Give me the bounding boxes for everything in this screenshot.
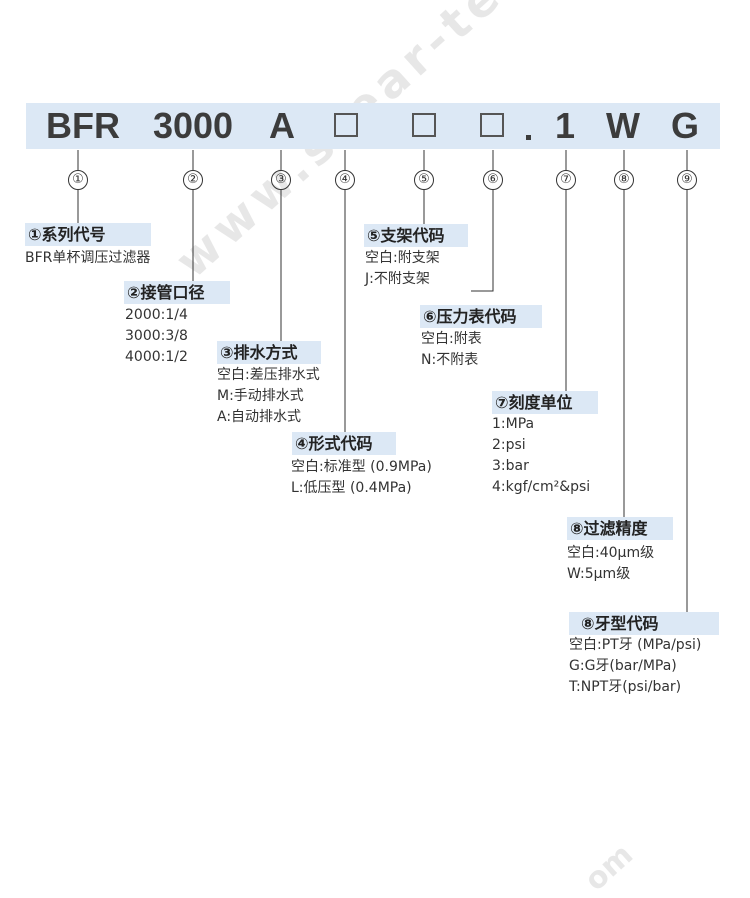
option-text: 3:bar [492, 458, 529, 474]
code-segment-filtration: W [606, 105, 640, 146]
label-gauge-code: ⑥压力表代码 [420, 305, 542, 328]
option-text: W:5μm级 [567, 566, 631, 582]
option-text: 2:psi [492, 437, 526, 453]
option-text: 空白:附支架 [365, 250, 440, 266]
desc-bracket-code: 空白:附支架 J:不附支架 [365, 248, 440, 290]
desc-thread-code: 空白:PT牙 (MPa/psi) G:G牙(bar/MPa) T:NPT牙(ps… [569, 635, 701, 698]
desc-gauge-code: 空白:附表 N:不附表 [421, 329, 482, 371]
option-text: 4:kgf/cm²&psi [492, 479, 591, 495]
option-text: 空白:差压排水式 [217, 367, 320, 383]
option-text: G:G牙(bar/MPa) [569, 658, 677, 674]
option-text: M:手动排水式 [217, 388, 304, 404]
code-segment-drain: A [269, 105, 295, 146]
circled-number-3: ③ [271, 170, 291, 190]
code-segment-thread: G [670, 105, 700, 146]
label-drain-type: ③排水方式 [217, 341, 321, 364]
option-text: 空白:标准型 (0.9MPa) [291, 459, 432, 475]
circled-number-4: ④ [335, 170, 355, 190]
connector-lines [77, 150, 688, 612]
desc-series-code: BFR单杯调压过滤器 [25, 248, 150, 269]
code-placeholder-box-gauge [480, 113, 504, 137]
option-text: J:不附支架 [365, 271, 430, 287]
option-text: 空白:附表 [421, 331, 482, 347]
desc-scale-unit: 1:MPa 2:psi 3:bar 4:kgf/cm²&psi [492, 414, 590, 498]
label-port-size: ②接管口径 [124, 281, 230, 304]
model-code-bar [26, 103, 720, 149]
option-text: T:NPT牙(psi/bar) [569, 679, 682, 695]
option-text: 空白:PT牙 (MPa/psi) [569, 637, 702, 653]
option-text: N:不附表 [421, 352, 479, 368]
option-text: L:低压型 (0.4MPa) [291, 480, 412, 496]
desc-drain-type: 空白:差压排水式 M:手动排水式 A:自动排水式 [217, 365, 320, 428]
option-text: 2000:1/4 [125, 307, 188, 323]
option-text: A:自动排水式 [217, 409, 302, 425]
label-series-code: ①系列代号 [25, 223, 151, 246]
option-text: 3000:3/8 [125, 328, 188, 344]
circled-number-6: ⑥ [483, 170, 503, 190]
label-filtration: ⑧过滤精度 [567, 517, 673, 540]
circled-number-8: ⑧ [614, 170, 634, 190]
option-text: 4000:1/2 [125, 349, 188, 365]
code-segment-series: BFR [46, 105, 120, 146]
code-placeholder-box-type [334, 113, 358, 137]
desc-type-code: 空白:标准型 (0.9MPa) L:低压型 (0.4MPa) [291, 457, 432, 499]
code-segment-port-size: 3000 [152, 105, 234, 146]
circled-number-2: ② [183, 170, 203, 190]
code-segment-scale: 1 [554, 105, 576, 146]
label-scale-unit: ⑦刻度单位 [492, 391, 598, 414]
option-text: 空白:40μm级 [567, 545, 655, 561]
circled-number-5: ⑤ [414, 170, 434, 190]
label-type-code: ④形式代码 [292, 432, 396, 455]
code-placeholder-box-bracket [412, 113, 436, 137]
code-separator-dot [526, 135, 531, 140]
desc-filtration: 空白:40μm级 W:5μm级 [567, 543, 654, 585]
option-text: 1:MPa [492, 416, 535, 432]
circled-number-1: ① [68, 170, 88, 190]
option-text: BFR单杯调压过滤器 [25, 250, 151, 266]
circled-number-9: ⑨ [677, 170, 697, 190]
label-bracket-code: ⑤支架代码 [364, 224, 468, 247]
desc-port-size: 2000:1/4 3000:3/8 4000:1/2 [125, 305, 188, 368]
circled-number-7: ⑦ [556, 170, 576, 190]
label-thread-code: ⑧牙型代码 [569, 612, 719, 635]
